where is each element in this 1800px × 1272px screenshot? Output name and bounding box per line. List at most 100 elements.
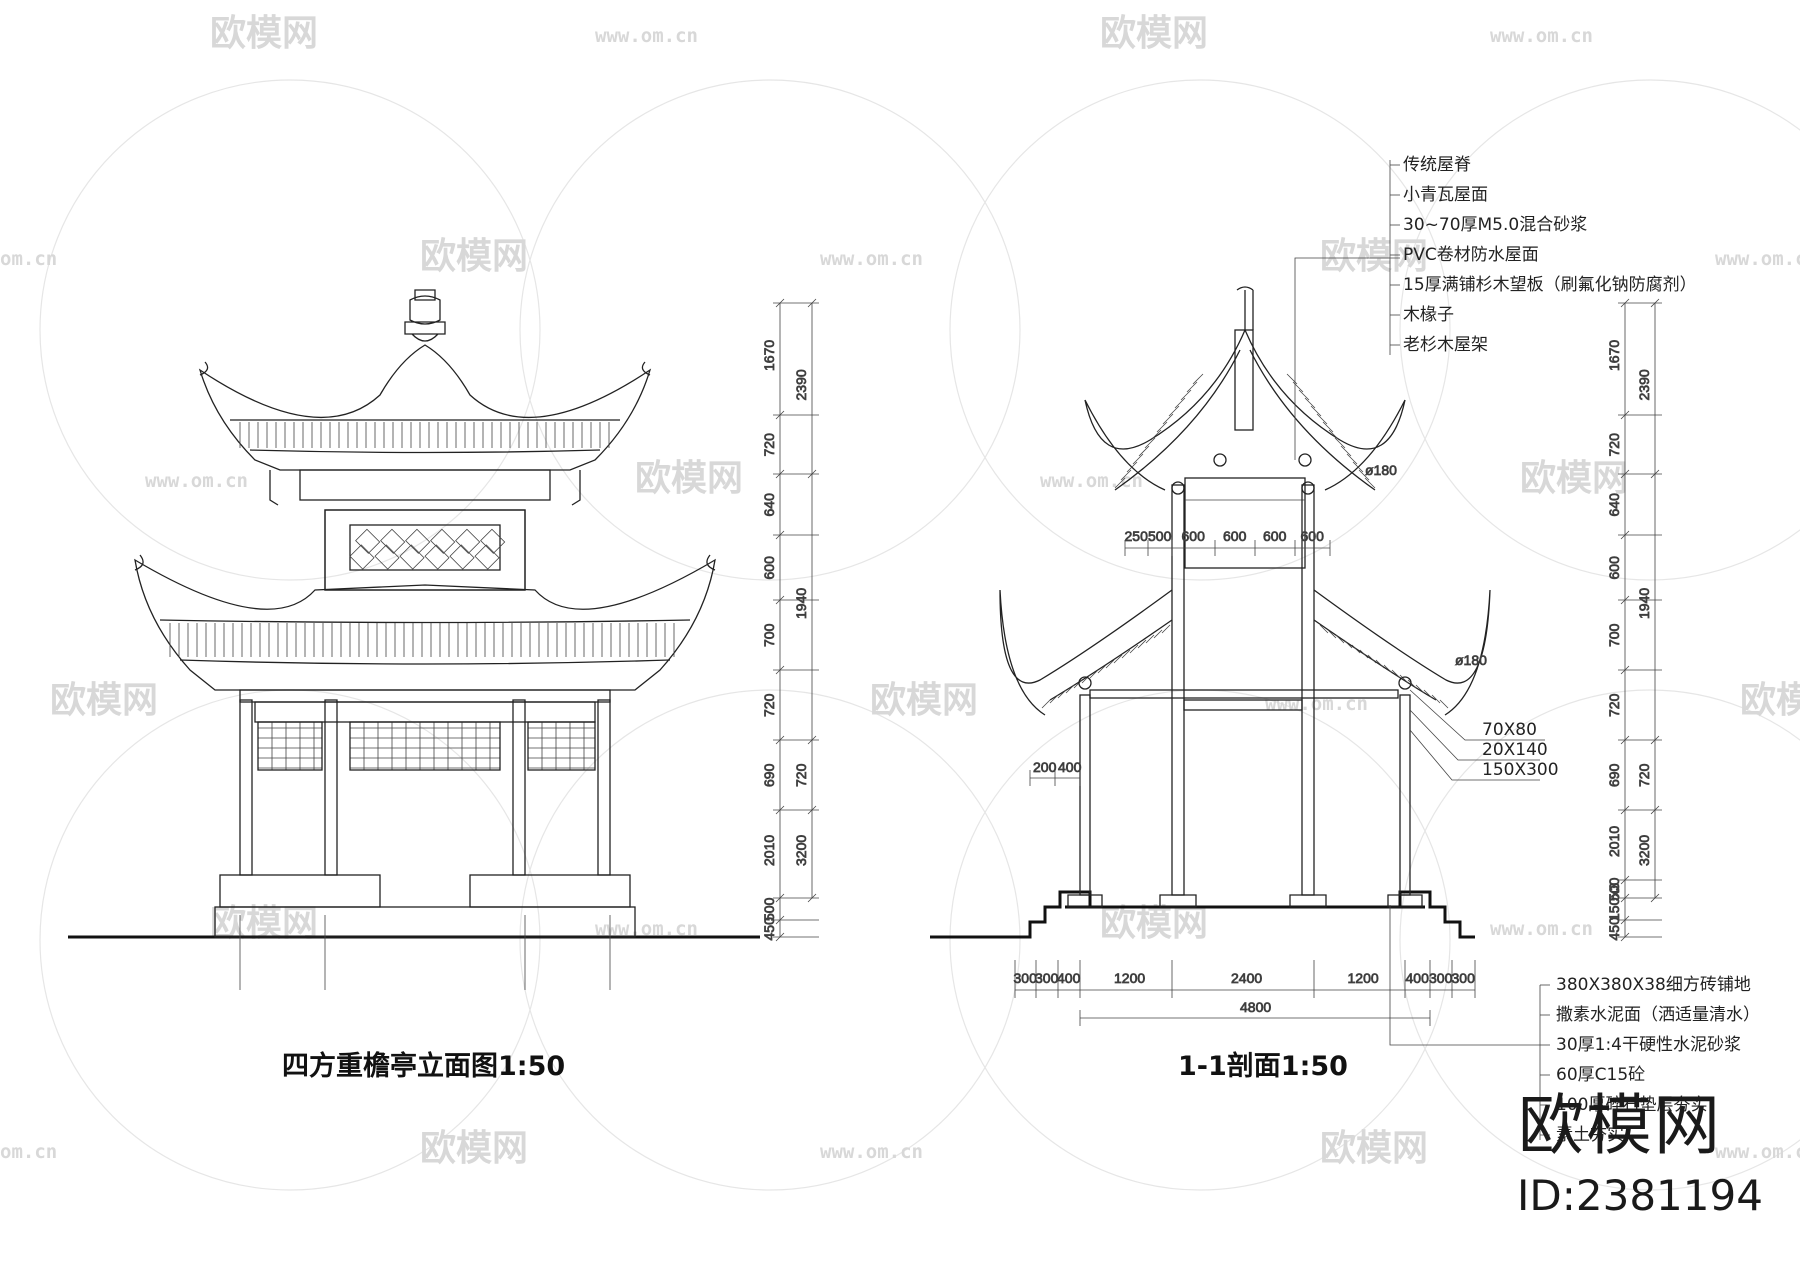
watermark-url: www.om.cn <box>145 470 248 492</box>
section-dim-upper: 500 <box>1148 528 1172 544</box>
section-dim-upper: 600 <box>1223 528 1247 544</box>
section-diameter-lower: ø180 <box>1455 652 1487 668</box>
elevation-dim-inner: 1670 <box>761 340 777 371</box>
section-dim-inner: 690 <box>1606 763 1622 787</box>
section-dim-inner: 720 <box>1606 693 1622 717</box>
section-dim-outer: 3200 <box>1636 835 1652 866</box>
section-dim-bottom: 400 <box>1057 970 1081 986</box>
floor-note: 60厚C15砼 <box>1556 1065 1645 1085</box>
section-dim-upper: 600 <box>1301 528 1325 544</box>
section-dim-outer: 2390 <box>1636 369 1652 400</box>
watermark-url: www.om.cn <box>1265 693 1368 715</box>
section-dim-upper: 600 <box>1182 528 1206 544</box>
section-dim-upper: 600 <box>1263 528 1287 544</box>
section-dim-bottom: 400 <box>1406 970 1430 986</box>
floor-note: 100厚碎石垫层夯实 <box>1556 1095 1707 1115</box>
watermark-url: www.om.cn <box>595 25 698 47</box>
watermark-url: www.om.cn <box>1715 1141 1800 1163</box>
section-dim-inner: 700 <box>1606 623 1622 647</box>
elevation-dim-outer: 2390 <box>793 369 809 400</box>
elevation-dim-outer: 1940 <box>793 588 809 619</box>
section-dim-outer: 720 <box>1636 763 1652 787</box>
section-dim-bottom: 1200 <box>1114 970 1145 986</box>
section-dim-inner: 2010 <box>1606 826 1622 857</box>
roof-note: 木椽子 <box>1403 305 1454 325</box>
floor-note: 撒素水泥面（洒适量清水） <box>1556 1005 1760 1025</box>
member-note: 70X80 <box>1482 720 1537 740</box>
elevation-dim-outer: 720 <box>793 763 809 787</box>
elevation-dim-inner: 700 <box>761 623 777 647</box>
watermark-logo: 欧模网 <box>1320 236 1428 277</box>
section-dimension-chain: 16707206406007007206902010500150x3450239… <box>1013 298 1662 1026</box>
section-drawing <box>930 160 1545 1140</box>
watermark-logo: 欧模网 <box>635 458 743 499</box>
watermark-url: www.om.cn <box>1490 918 1593 940</box>
section-dim-inner: 150x3 <box>1606 883 1622 921</box>
watermark-url-short: om.cn <box>0 248 57 270</box>
watermark-url: www.om.cn <box>1490 25 1593 47</box>
watermark-url: www.om.cn <box>1715 248 1800 270</box>
section-dim-inner: 720 <box>1606 433 1622 457</box>
section-dim-inner: 450 <box>1606 917 1622 941</box>
watermark-url-short: om.cn <box>0 1141 57 1163</box>
brand-logo-text: 欧模网 <box>1518 1087 1722 1164</box>
watermark-logo: 欧模网 <box>870 680 978 721</box>
roof-note: 15厚满铺杉木望板（刷氟化钠防腐剂） <box>1403 275 1697 295</box>
section-diameter-upper: ø180 <box>1365 462 1397 478</box>
section-dim-inner: 600 <box>1606 556 1622 580</box>
section-dim-inner: 1670 <box>1606 340 1622 371</box>
watermark-layer: 欧模网欧模网欧模网欧模网欧模网欧模网欧模网欧模网欧模网欧模网欧模网欧模网欧模网w… <box>0 13 1800 1191</box>
section-dim-inner: 640 <box>1606 493 1622 517</box>
section-dim-bottom: 300 <box>1429 970 1453 986</box>
section-dim-bottom: 300 <box>1452 970 1476 986</box>
watermark-logo: 欧模网 <box>1100 903 1208 944</box>
watermark-logo: 欧模网 <box>420 1128 528 1169</box>
watermark-logo: 欧模网 <box>50 680 158 721</box>
watermark-logo: 欧模网 <box>1520 458 1628 499</box>
section-dim-left: 400 <box>1058 759 1082 775</box>
elevation-dim-inner: 2010 <box>761 835 777 866</box>
section-dim-bottom: 1200 <box>1348 970 1379 986</box>
watermark-url: www.om.cn <box>820 248 923 270</box>
elevation-dim-inner: 450 <box>761 917 777 941</box>
watermark-logo: 欧模网 <box>1320 1128 1428 1169</box>
watermark-url: www.om.cn <box>1040 470 1143 492</box>
section-dim-total: 4800 <box>1240 999 1271 1015</box>
section-dim-bottom: 300 <box>1035 970 1059 986</box>
watermark-logo: 欧模网 <box>210 13 318 54</box>
section-dim-bottom: 2400 <box>1231 970 1262 986</box>
brand-id: ID:2381194 <box>1517 1171 1763 1220</box>
floor-note: 30厚1:4干硬性水泥砂浆 <box>1556 1035 1741 1055</box>
elevation-dim-inner: 720 <box>761 693 777 717</box>
watermark-url: www.om.cn <box>595 918 698 940</box>
elevation-drawing <box>68 289 760 990</box>
section-dim-inner: 500 <box>1606 877 1622 901</box>
member-note: 20X140 <box>1482 740 1548 760</box>
watermark-logo: 欧模网 <box>1100 13 1208 54</box>
roof-note: 30~70厚M5.0混合砂浆 <box>1403 215 1587 235</box>
elevation-title: 四方重檐亭立面图1:50 <box>282 1050 565 1082</box>
section-dim-outer: 1940 <box>1636 588 1652 619</box>
elevation-dim-inner: 640 <box>761 493 777 517</box>
watermark-url: www.om.cn <box>820 1141 923 1163</box>
section-dim-bottom: 300 <box>1014 970 1038 986</box>
roof-note: 小青瓦屋面 <box>1403 185 1488 205</box>
roof-note: 传统屋脊 <box>1403 155 1471 175</box>
member-note: 150X300 <box>1482 760 1559 780</box>
watermark-logo: 欧模网 <box>1740 680 1800 721</box>
elevation-dim-inner: 720 <box>761 433 777 457</box>
roof-note: PVC卷材防水屋面 <box>1403 245 1539 265</box>
watermark-logo: 欧模网 <box>420 236 528 277</box>
section-dim-upper: 250 <box>1125 528 1149 544</box>
elevation-dim-inner: 690 <box>761 763 777 787</box>
section-title: 1-1剖面1:50 <box>1178 1050 1348 1082</box>
roof-note: 老杉木屋架 <box>1403 335 1488 355</box>
floor-note: 380X380X38细方砖铺地 <box>1556 975 1751 995</box>
elevation-dim-outer: 3200 <box>793 835 809 866</box>
section-dim-left: 200 <box>1033 759 1057 775</box>
elevation-dim-inner: 500 <box>761 897 777 921</box>
elevation-dim-inner: 600 <box>761 556 777 580</box>
floor-note: 素土夯实 <box>1556 1125 1624 1145</box>
